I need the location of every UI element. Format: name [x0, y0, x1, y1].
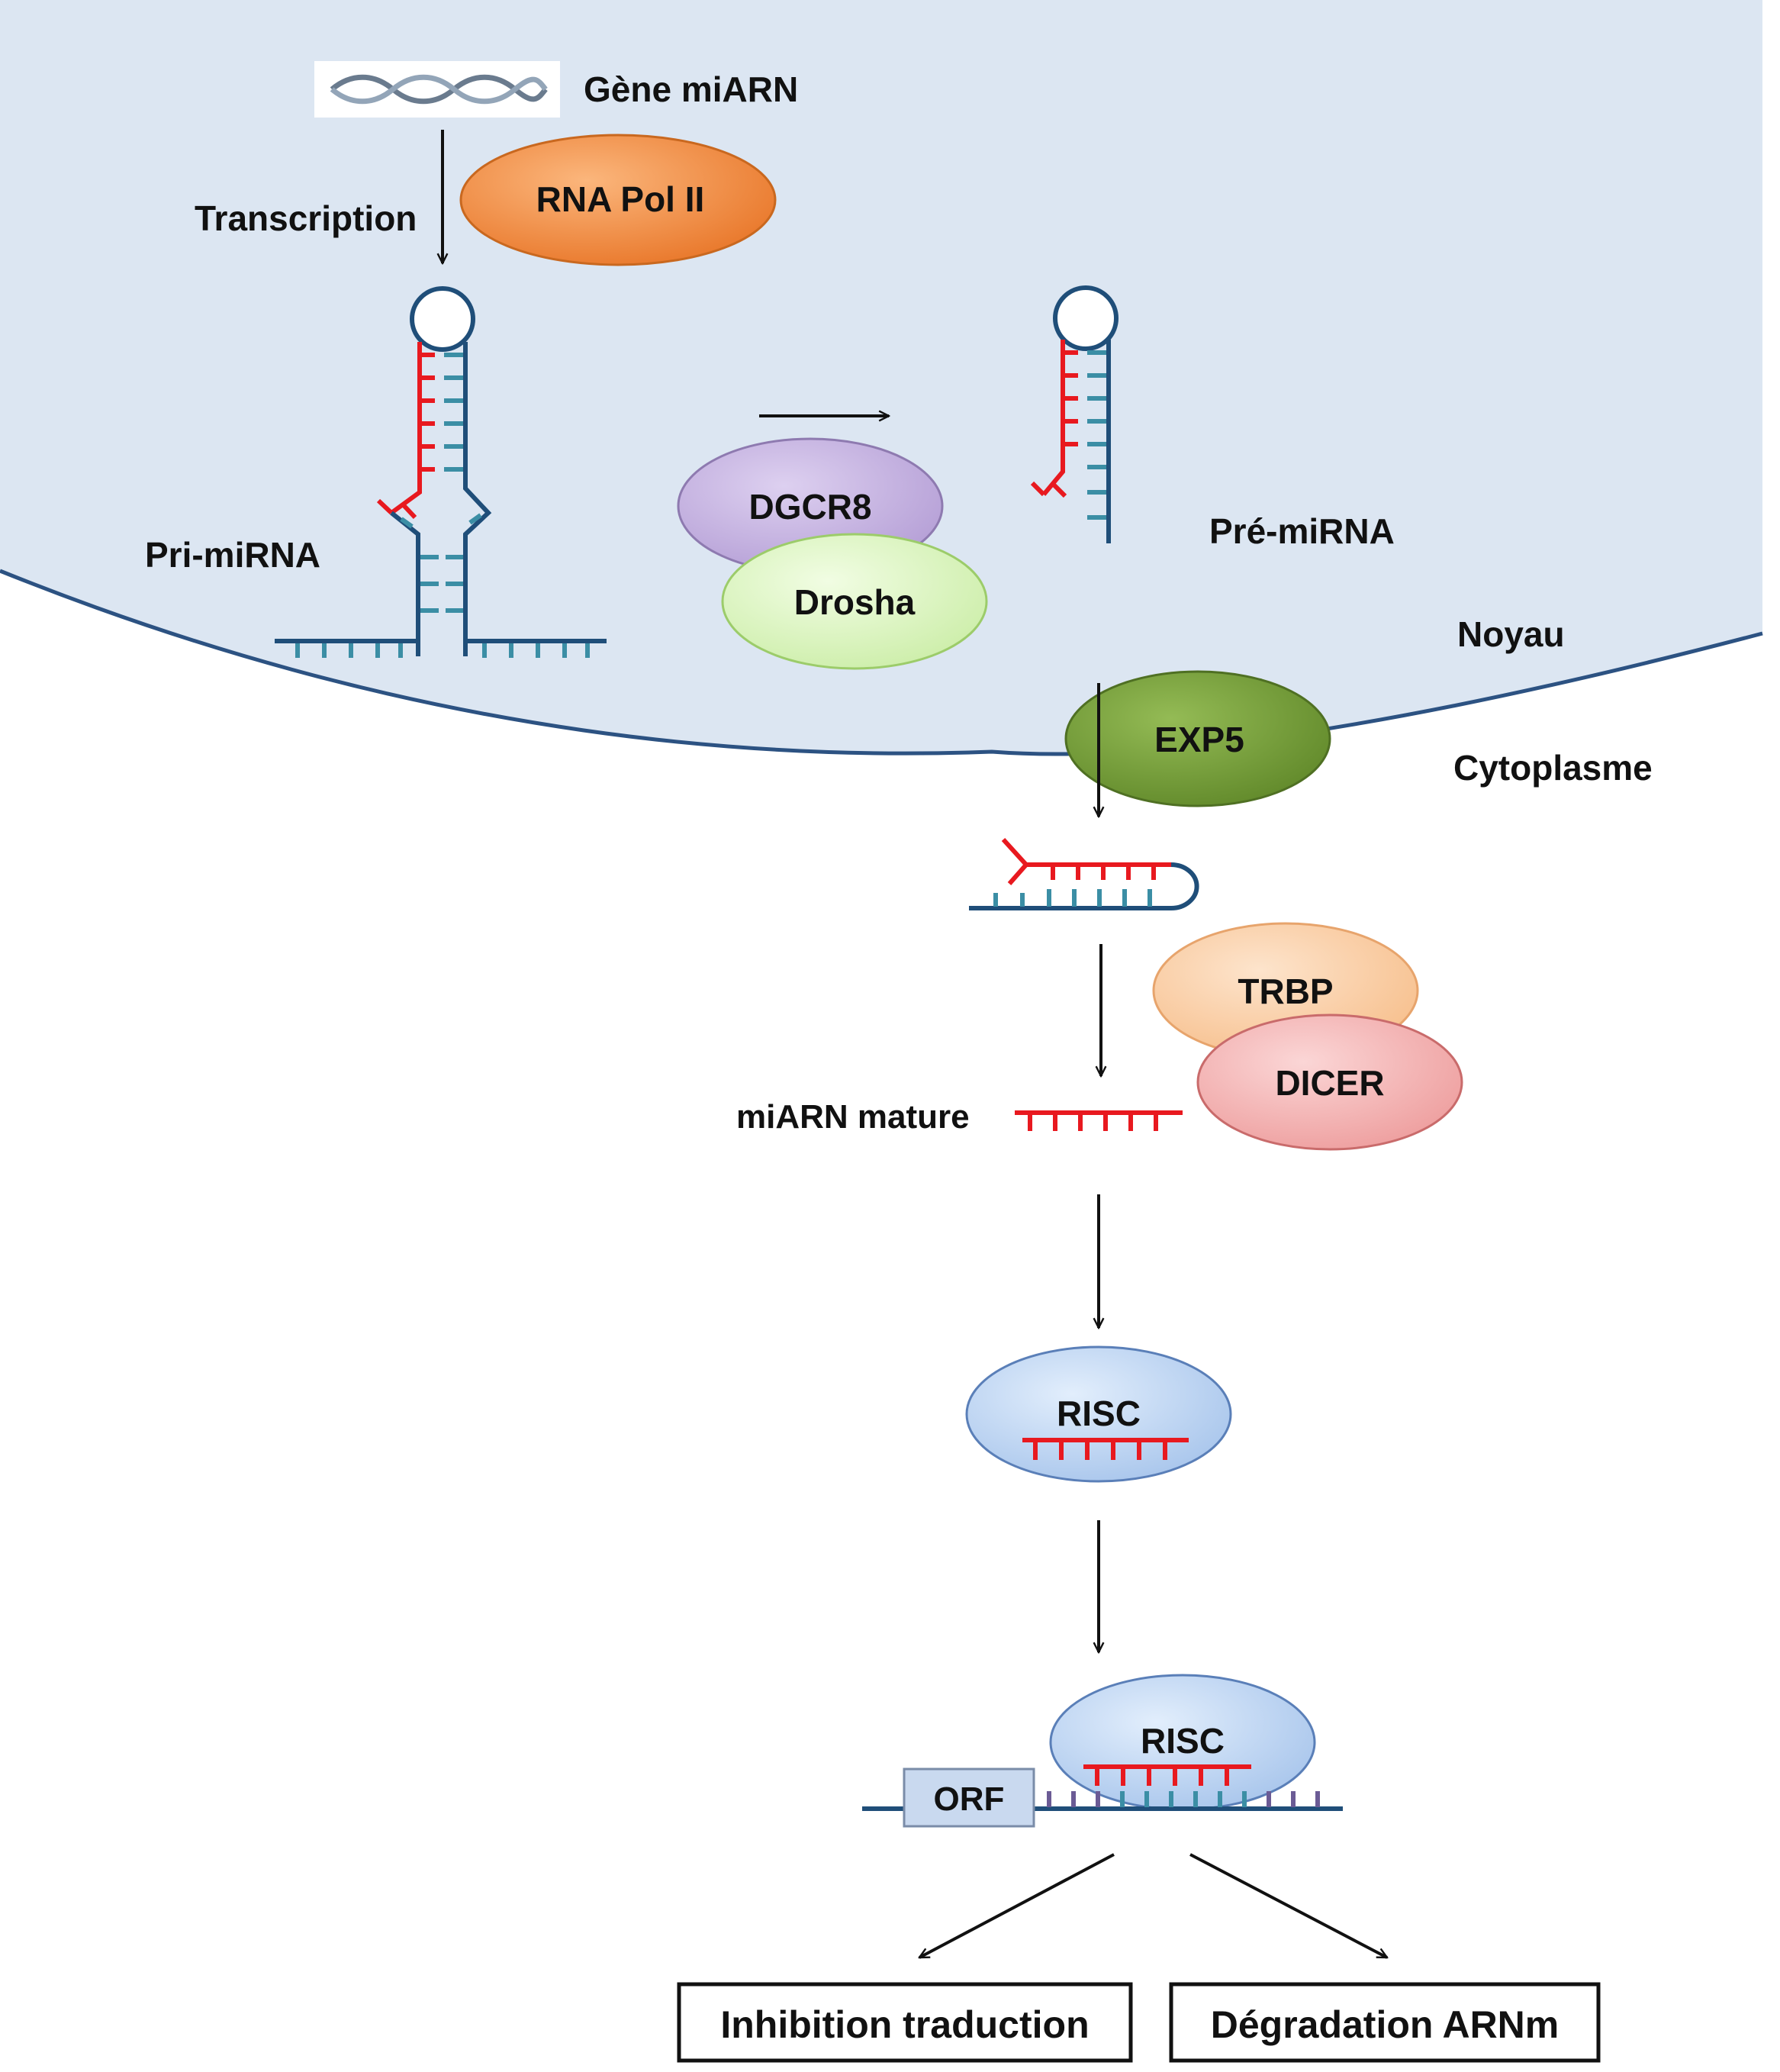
mature-mirna-strand	[1015, 1110, 1183, 1131]
pre-mirna-label: Pré-miRNA	[1209, 511, 1395, 551]
trbp-label: TRBP	[1238, 972, 1333, 1011]
nuclear-membrane	[0, 569, 1763, 756]
dicer-protein	[1196, 1013, 1463, 1151]
pre-mirna-hairpin	[1030, 285, 1119, 543]
dicer-label: DICER	[1275, 1063, 1384, 1103]
degradation-label: Dégradation ARNm	[1211, 2003, 1560, 2046]
degradation-arrow	[1189, 1853, 1387, 1959]
mature-mirna-label: miARN mature	[736, 1098, 970, 1136]
orf-box	[903, 1767, 1035, 1828]
orf-label: ORF	[934, 1780, 1005, 1818]
gene-label: Gène miARN	[584, 69, 798, 109]
drosha-label: Drosha	[794, 582, 916, 622]
risc-guide-strand	[1022, 1438, 1189, 1460]
nucleus-region	[0, 0, 1762, 755]
pri-mirna-hairpin	[275, 286, 607, 658]
dna-icon	[314, 61, 560, 118]
rna-pol-ii-label: RNA Pol II	[536, 179, 705, 219]
risc-label: RISC	[1057, 1394, 1141, 1433]
exp5-label: EXP5	[1154, 720, 1244, 759]
dgcr8-label: DGCR8	[748, 487, 871, 527]
nucleus-label: Noyau	[1457, 614, 1565, 654]
transcription-label: Transcription	[195, 198, 417, 238]
risc-target-label: RISC	[1141, 1721, 1225, 1761]
rna-pol-ii	[459, 134, 777, 266]
inhibition-arrow	[919, 1853, 1115, 1959]
cytoplasmic-pre-mirna	[969, 837, 1199, 910]
drosha-protein	[721, 533, 988, 670]
inhibition-label: Inhibition traduction	[720, 2003, 1089, 2046]
degradation-box	[1169, 1982, 1601, 2063]
cytoplasm-label: Cytoplasme	[1453, 748, 1653, 788]
inhibition-box	[677, 1982, 1133, 2063]
exp5-protein	[1064, 670, 1331, 807]
pri-mirna-label: Pri-miRNA	[145, 535, 320, 575]
